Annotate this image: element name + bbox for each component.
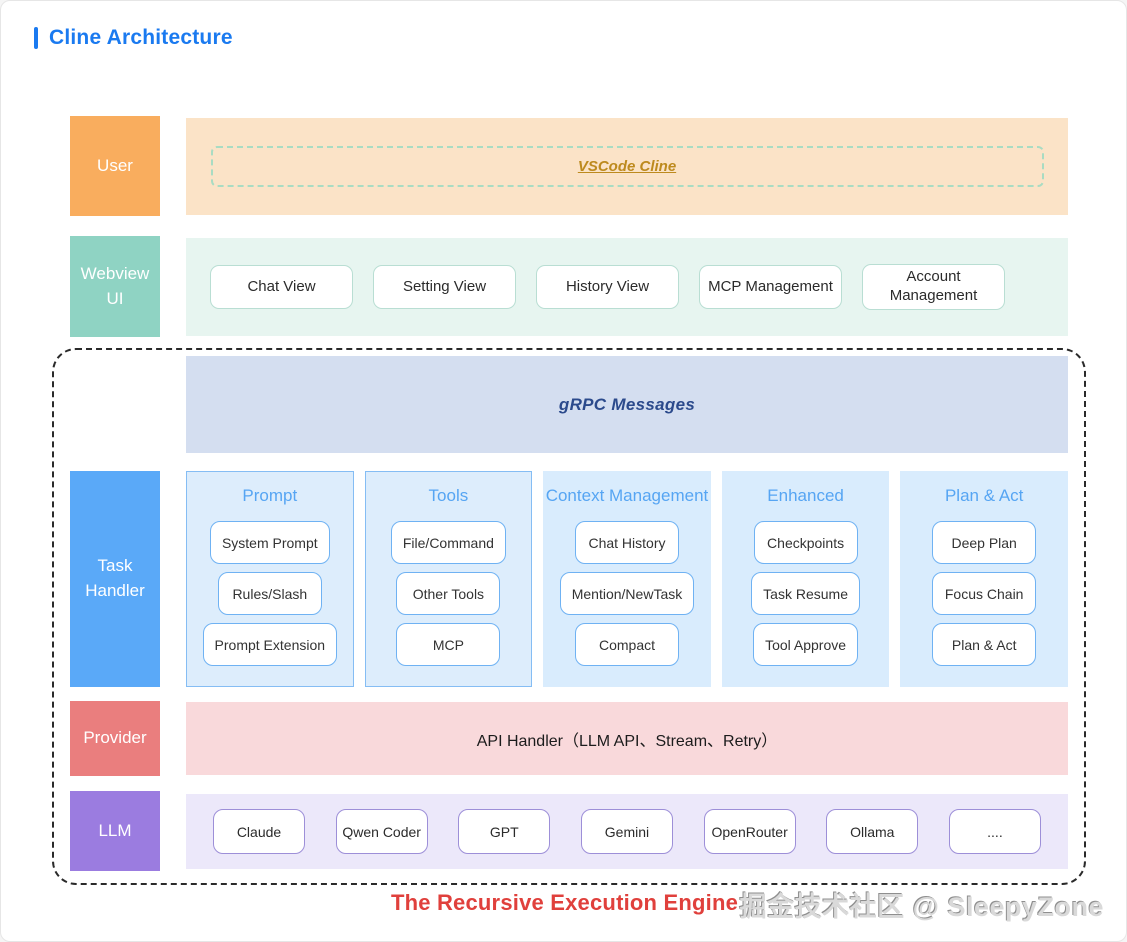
gpt-box: GPT bbox=[458, 809, 551, 854]
account-management-box: Account Management bbox=[862, 264, 1005, 310]
enhanced-column: Enhanced Checkpoints Task Resume Tool Ap… bbox=[721, 471, 890, 687]
task-handler-block-label: Task Handler bbox=[70, 471, 160, 687]
watermark-text: 掘金技术社区 @ SleepyZone bbox=[739, 892, 1104, 922]
checkpoints-box: Checkpoints bbox=[753, 521, 858, 564]
provider-panel: API Handler（LLM API、Stream、Retry） bbox=[186, 702, 1068, 775]
task-handler-columns: Prompt System Prompt Rules/Slash Prompt … bbox=[186, 471, 1068, 687]
user-panel: VSCode Cline bbox=[186, 118, 1068, 215]
focus-chain-box: Focus Chain bbox=[932, 572, 1037, 615]
title-accent-bar bbox=[34, 27, 38, 49]
tools-column-title: Tools bbox=[428, 486, 469, 505]
llm-block-label: LLM bbox=[70, 791, 160, 871]
plan-act-column-title: Plan & Act bbox=[944, 486, 1024, 505]
webview-ui-block-label: Webview UI bbox=[70, 236, 160, 337]
history-view-box: History View bbox=[536, 265, 679, 309]
context-management-column-title: Context Management bbox=[545, 486, 709, 505]
api-handler-label: API Handler（LLM API、Stream、Retry） bbox=[476, 732, 778, 750]
chat-view-box: Chat View bbox=[210, 265, 353, 309]
other-tools-box: Other Tools bbox=[396, 572, 501, 615]
vscode-cline-dashed-box: VSCode Cline bbox=[210, 146, 1044, 187]
prompt-extension-box: Prompt Extension bbox=[202, 623, 338, 666]
vscode-cline-link[interactable]: VSCode Cline bbox=[577, 158, 677, 175]
context-management-column: Context Management Chat History Mention/… bbox=[543, 471, 711, 687]
compact-box: Compact bbox=[574, 623, 679, 666]
recursive-engine-outline bbox=[52, 348, 1086, 885]
claude-box: Claude bbox=[213, 809, 305, 854]
tool-approve-box: Tool Approve bbox=[753, 623, 859, 666]
mcp-management-box: MCP Management bbox=[699, 265, 842, 309]
page-title: Cline Architecture bbox=[34, 26, 233, 50]
deep-plan-box: Deep Plan bbox=[932, 521, 1037, 564]
system-prompt-box: System Prompt bbox=[209, 521, 330, 564]
qwen-coder-box: Qwen Coder bbox=[335, 809, 428, 854]
file-command-box: File/Command bbox=[390, 521, 506, 564]
chat-history-box: Chat History bbox=[574, 521, 679, 564]
setting-view-box: Setting View bbox=[373, 265, 516, 309]
mention-newtask-box: Mention/NewTask bbox=[559, 572, 695, 615]
tools-column: Tools File/Command Other Tools MCP bbox=[364, 471, 533, 687]
llm-panel: Claude Qwen Coder GPT Gemini OpenRouter … bbox=[186, 794, 1068, 869]
grpc-messages-panel: gRPC Messages bbox=[186, 356, 1068, 453]
page-title-text: Cline Architecture bbox=[49, 26, 233, 49]
plan-act-column: Plan & Act Deep Plan Focus Chain Plan & … bbox=[900, 471, 1068, 687]
grpc-messages-label: gRPC Messages bbox=[558, 394, 696, 414]
openrouter-box: OpenRouter bbox=[703, 809, 796, 854]
webview-panel: Chat View Setting View History View MCP … bbox=[186, 238, 1068, 336]
recursive-engine-caption: The Recursive Execution Engine bbox=[390, 890, 739, 915]
plan-act-box: Plan & Act bbox=[932, 623, 1037, 666]
user-block-label: User bbox=[70, 116, 160, 216]
rules-slash-box: Rules/Slash bbox=[217, 572, 322, 615]
ollama-box: Ollama bbox=[826, 809, 919, 854]
prompt-column: Prompt System Prompt Rules/Slash Prompt … bbox=[186, 471, 354, 687]
enhanced-column-title: Enhanced bbox=[767, 486, 844, 505]
more-llms-box: .... bbox=[948, 809, 1041, 854]
mcp-box: MCP bbox=[396, 623, 501, 666]
task-resume-box: Task Resume bbox=[751, 572, 860, 615]
gemini-box: Gemini bbox=[580, 809, 673, 854]
provider-block-label: Provider bbox=[70, 701, 160, 776]
prompt-column-title: Prompt bbox=[242, 486, 298, 505]
